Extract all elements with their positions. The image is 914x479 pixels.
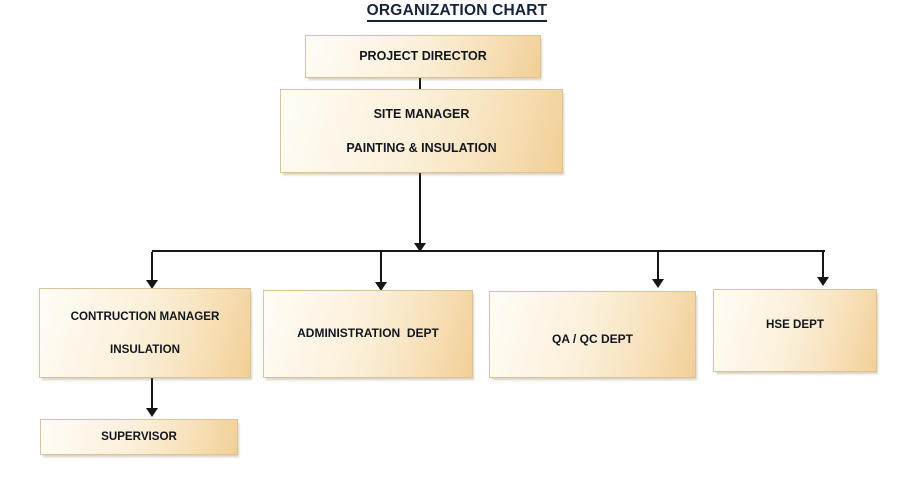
node-construction-manager-label: CONTRUCTION MANAGER: [70, 309, 220, 323]
node-supervisor[interactable]: SUPERVISOR: [40, 419, 238, 455]
connector-site-manager-trunk: [419, 172, 421, 246]
node-project-director-label: PROJECT DIRECTOR: [359, 49, 487, 64]
node-qa-qc-dept-label: QA / QC DEPT: [552, 331, 633, 346]
arrowhead-supervisor: [146, 408, 158, 417]
node-site-manager[interactable]: SITE MANAGER PAINTING & INSULATION: [280, 89, 563, 173]
node-construction-manager-sublabel: INSULATION: [110, 343, 180, 356]
node-hse-dept-label: HSE DEPT: [766, 317, 824, 331]
arrowhead-construction-manager: [146, 280, 158, 289]
node-construction-manager[interactable]: CONTRUCTION MANAGER INSULATION: [39, 288, 251, 378]
arrowhead-hse: [817, 277, 829, 286]
distribution-bus: [152, 250, 825, 252]
node-supervisor-label: SUPERVISOR: [101, 430, 177, 444]
node-site-manager-label: SITE MANAGER: [373, 106, 470, 121]
node-project-director[interactable]: PROJECT DIRECTOR: [305, 35, 541, 78]
connector-bus-to-administration: [380, 252, 382, 285]
node-hse-dept[interactable]: HSE DEPT: [713, 289, 877, 372]
connector-construction-manager-to-supervisor: [151, 378, 153, 411]
connector-bus-to-qaqc: [657, 252, 659, 282]
node-administration-dept-label: ADMINISTRATION DEPT: [297, 326, 439, 341]
connector-director-to-site-manager: [419, 78, 421, 90]
node-site-manager-sublabel: PAINTING & INSULATION: [346, 141, 497, 155]
connector-bus-to-construction-manager: [151, 252, 153, 283]
arrowhead-site-manager-to-bus: [414, 243, 426, 252]
page-title: ORGANIZATION CHART: [0, 2, 914, 22]
arrowhead-administration: [375, 282, 387, 291]
connector-bus-to-hse: [822, 252, 824, 280]
node-administration-dept[interactable]: ADMINISTRATION DEPT: [263, 290, 473, 378]
page-title-text: ORGANIZATION CHART: [366, 2, 548, 22]
arrowhead-qaqc: [652, 279, 664, 288]
node-qa-qc-dept[interactable]: QA / QC DEPT: [489, 291, 696, 378]
